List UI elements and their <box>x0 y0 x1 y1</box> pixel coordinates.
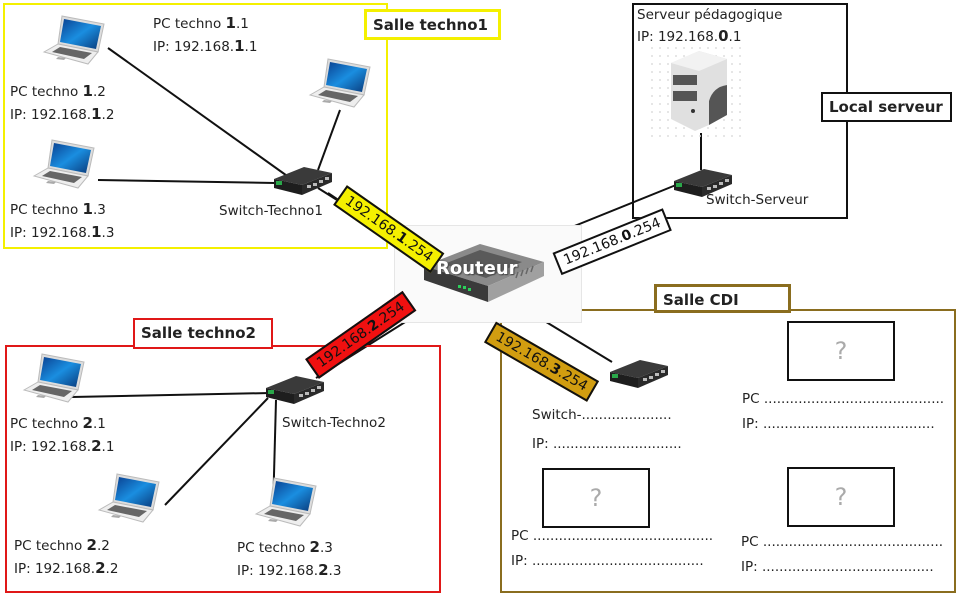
pc-label-techno-1-2: PC techno 1.2 IP: 192.168.1.2 <box>10 82 115 123</box>
pc-label-techno-2-2: PC techno 2.2 IP: 192.168.2.2 <box>14 536 119 577</box>
link-pc13-switch1 <box>97 179 276 184</box>
laptop-icon-pc13 <box>30 136 100 194</box>
router-label: Routeur <box>436 258 518 279</box>
switch-label-techno1: Switch-Techno1 <box>219 203 323 219</box>
zone-title-techno1: Salle techno1 <box>364 9 501 40</box>
switch-label-cdi: Switch-..................... <box>532 407 672 423</box>
pc-label-techno-2-1: PC techno 2.1 IP: 192.168.2.1 <box>10 414 115 455</box>
switch-label-server: Switch-Serveur <box>706 192 809 208</box>
pc-ip-cdi-1: IP: ....................................… <box>742 416 935 432</box>
link-pc21-switch2 <box>71 392 271 398</box>
zone-title-techno2: Salle techno2 <box>133 318 273 349</box>
pc-label-techno-2-3: PC techno 2.3 IP: 192.168.2.3 <box>237 538 342 579</box>
pc-name-cdi-1: PC .....................................… <box>742 391 945 407</box>
switch-ip-cdi: IP: .............................. <box>532 436 682 452</box>
pc-label-techno-1-1: PC techno 1.1 IP: 192.168.1.1 <box>153 14 258 55</box>
pc-label-techno-1-3: PC techno 1.3 IP: 192.168.1.3 <box>10 200 115 241</box>
router-icon <box>424 244 544 302</box>
pc-ip-cdi-3: IP: ....................................… <box>741 559 934 575</box>
pc-name-cdi-2: PC .....................................… <box>511 528 714 544</box>
link-pc22-switch2 <box>164 397 269 506</box>
zone-title-cdi: Salle CDI <box>654 284 791 313</box>
server-ip: IP: 192.168.0.1 <box>637 27 742 45</box>
laptop-icon-pc14 <box>306 55 376 113</box>
switch-label-techno2: Switch-Techno2 <box>282 415 386 431</box>
pc-placeholder-cdi-3: ? <box>787 467 895 527</box>
laptop-icon-pc21 <box>20 350 90 408</box>
server-icon <box>671 51 727 131</box>
pc-ip-cdi-2: IP: ....................................… <box>511 553 704 569</box>
switch-icon-cdi <box>606 356 672 390</box>
pc-placeholder-cdi-2: ? <box>542 468 650 528</box>
laptop-icon-pc22 <box>95 470 165 528</box>
server-name: Serveur pédagogique <box>637 7 783 23</box>
laptop-icon-pc11 <box>40 12 110 70</box>
laptop-icon-pc23 <box>252 474 322 532</box>
zone-salle-techno1 <box>3 3 388 249</box>
switch-icon-techno1 <box>270 163 336 197</box>
link-pc12-switch1 <box>317 109 341 171</box>
pc-placeholder-cdi-1: ? <box>787 321 895 381</box>
zone-title-server: Local serveur <box>821 92 952 122</box>
link-pc11-switch1 <box>107 47 291 179</box>
switch-icon-techno2 <box>262 372 328 406</box>
pc-name-cdi-3: PC .....................................… <box>741 534 944 550</box>
